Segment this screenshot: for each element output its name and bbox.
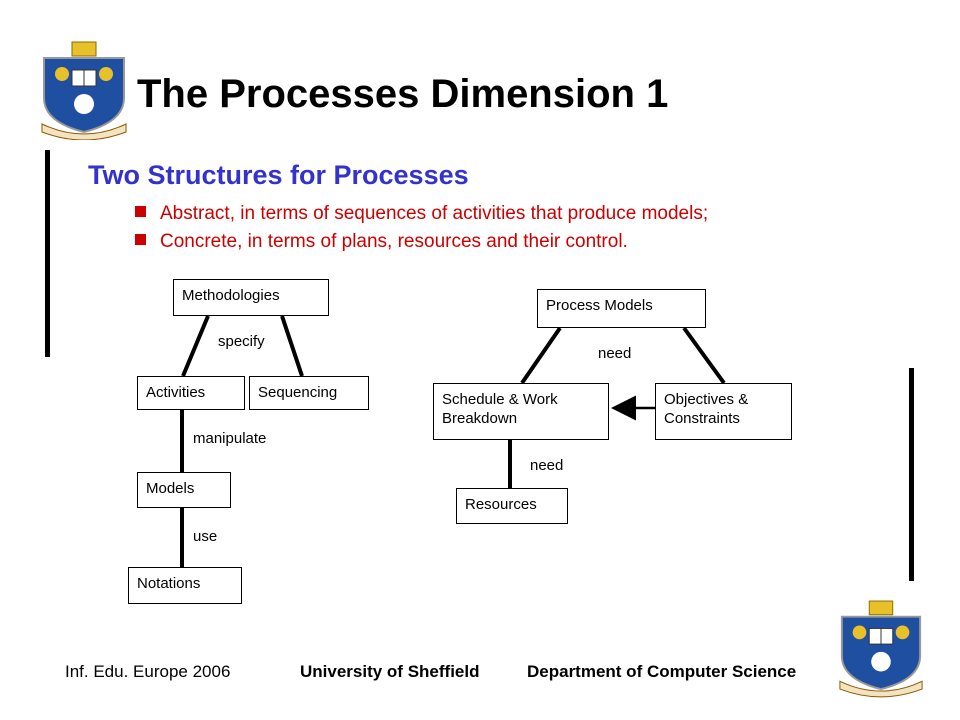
bullet-text: Abstract, in terms of sequences of activ… xyxy=(160,203,709,224)
need-label-top: need xyxy=(598,345,632,362)
bullet-square-icon xyxy=(135,206,146,217)
left-accent-bar xyxy=(45,150,50,357)
models-box: Models xyxy=(137,472,231,508)
footer-event: Inf. Edu. Europe 2006 xyxy=(65,662,231,681)
objectives-line-2: Constraints xyxy=(664,410,740,427)
footer-university: University of Sheffield xyxy=(300,662,480,681)
schedule-work-breakdown-box: Schedule & Work Breakdown xyxy=(433,383,609,440)
specify-label: specify xyxy=(218,333,265,350)
university-crest-logo xyxy=(41,41,127,140)
bullet-item: Abstract, in terms of sequences of activ… xyxy=(135,203,708,225)
slide-title: The Processes Dimension 1 xyxy=(137,72,669,116)
footer-department: Department of Computer Science xyxy=(527,662,797,681)
sequencing-box: Sequencing xyxy=(249,376,369,410)
use-label: use xyxy=(193,528,218,545)
objectives-constraints-box: Objectives & Constraints xyxy=(655,383,792,440)
slide-subtitle: Two Structures for Processes xyxy=(88,160,469,190)
activities-box: Activities xyxy=(137,376,245,410)
notations-box: Notations xyxy=(128,567,242,604)
manipulate-label: manipulate xyxy=(193,430,267,447)
resources-box: Resources xyxy=(456,488,568,524)
methodologies-box: Methodologies xyxy=(173,279,329,316)
bullet-square-icon xyxy=(135,234,146,245)
schedule-line-2: Breakdown xyxy=(442,410,518,427)
objectives-line-1: Objectives & xyxy=(664,391,749,408)
schedule-line-1: Schedule & Work xyxy=(442,391,558,408)
need-label-bottom: need xyxy=(530,457,564,474)
bullet-text: Concrete, in terms of plans, resources a… xyxy=(160,231,628,252)
process-models-box: Process Models xyxy=(537,289,706,328)
university-crest-logo-footer xyxy=(839,600,923,698)
bullet-item: Concrete, in terms of plans, resources a… xyxy=(135,231,628,253)
right-accent-bar xyxy=(909,368,914,581)
